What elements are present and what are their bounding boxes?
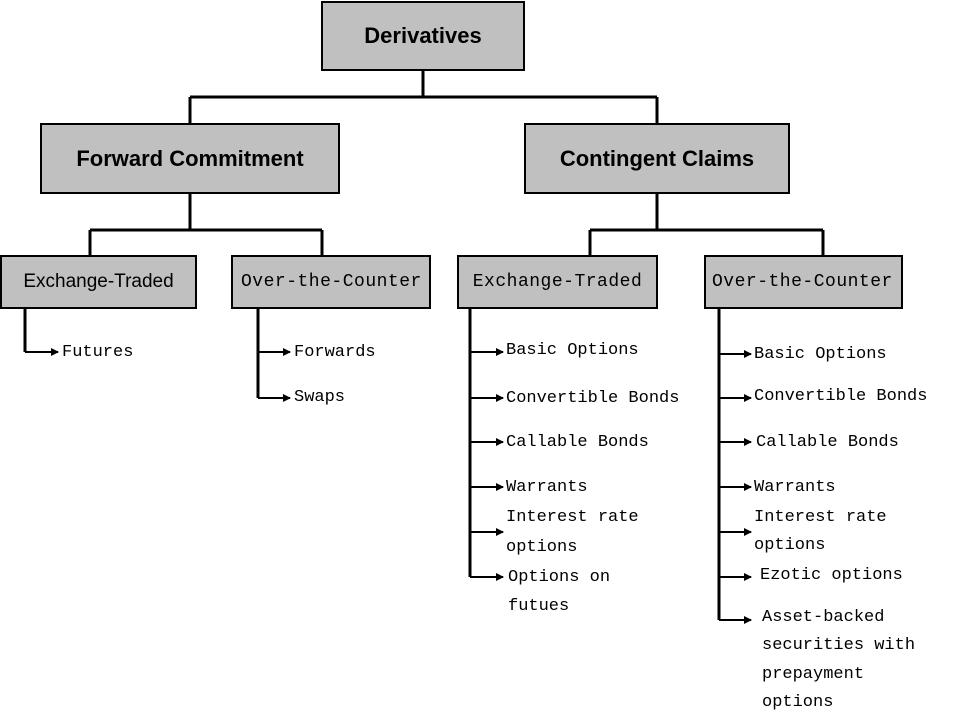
leaf-cc-ex-interest-rate: Interest rate — [506, 508, 639, 527]
leaf-cc-otc-asset-backed: Asset-backed — [762, 608, 885, 627]
cc-exchange-traded-node: Exchange-Traded — [457, 255, 658, 309]
leaf-cc-ex-interest-rate-cont: options — [506, 538, 578, 557]
leaf-cc-ex-options-on: Options on — [508, 568, 611, 587]
leaf-cc-otc-interest-rate: Interest rate — [754, 508, 887, 527]
leaf-cc-otc-securities-with: securities with — [762, 636, 916, 655]
fc-exchange-traded-node: Exchange-Traded — [0, 255, 197, 309]
connector-contingent — [588, 193, 825, 256]
root-node: Derivatives — [321, 1, 525, 71]
leaf-cc-otc-prepayment: prepayment — [762, 665, 865, 684]
connector-forward — [88, 193, 324, 256]
forward-commitment-node: Forward Commitment — [40, 123, 340, 194]
leaf-cc-otc-exotic-options: Ezotic options — [760, 566, 903, 585]
fc-otc-node: Over-the-Counter — [231, 255, 431, 309]
cc-otc-node: Over-the-Counter — [704, 255, 903, 309]
leaf-swaps: Swaps — [294, 388, 346, 407]
leaf-cc-otc-convertible-bonds: Convertible Bonds — [754, 387, 928, 406]
leaf-cc-otc-interest-rate-cont: options — [754, 536, 826, 555]
leaf-cc-ex-warrants: Warrants — [506, 478, 588, 497]
contingent-claims-node: Contingent Claims — [524, 123, 790, 194]
leaf-cc-otc-warrants: Warrants — [754, 478, 836, 497]
leaf-cc-ex-futues: futues — [508, 597, 570, 616]
leaf-cc-ex-basic-options: Basic Options — [506, 341, 639, 360]
leaf-cc-otc-callable-bonds: Callable Bonds — [756, 433, 899, 452]
leaf-futures: Futures — [62, 343, 134, 362]
connector-root — [188, 70, 659, 124]
leaf-cc-ex-callable-bonds: Callable Bonds — [506, 433, 649, 452]
leaf-cc-ex-convertible-bonds: Convertible Bonds — [506, 389, 680, 408]
leaf-forwards: Forwards — [294, 343, 376, 362]
leaf-cc-otc-basic-options: Basic Options — [754, 345, 887, 364]
leaf-cc-otc-options: options — [762, 693, 834, 712]
